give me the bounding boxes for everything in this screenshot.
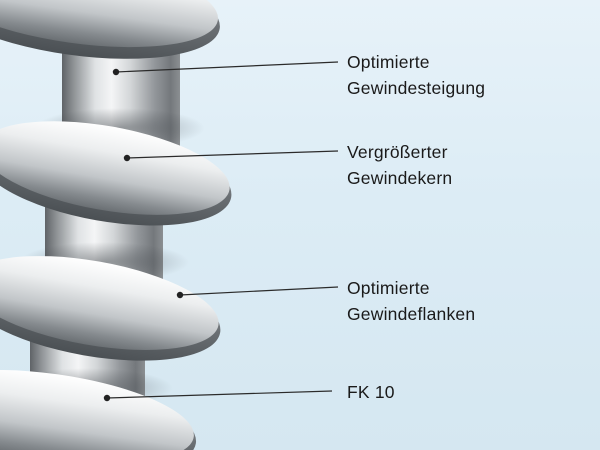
callout-line (126, 150, 339, 159)
callout-line-group-2 (123, 150, 339, 162)
thread-crest-second (0, 121, 232, 226)
callout-label-line: Gewindeflanken (347, 304, 476, 324)
callout-label-fk10: FK 10 (347, 379, 395, 405)
callout-line (179, 286, 339, 296)
callout-line-group-4 (103, 390, 333, 402)
callout-label-line: Optimierte (347, 52, 430, 72)
callout-dot (103, 394, 111, 402)
callout-dot (123, 154, 131, 162)
callout-dot (176, 291, 184, 299)
callout-label-gewindesteigung: Optimierte Gewindesteigung (347, 49, 485, 101)
callout-line (115, 61, 339, 73)
callout-label-line: Gewindekern (347, 168, 453, 188)
callout-label-gewindeflanken: Optimierte Gewindeflanken (347, 275, 475, 327)
thread-crest-top (0, 0, 220, 59)
callout-line-group-1 (112, 61, 339, 76)
callout-dot (112, 68, 120, 76)
callout-label-line: Vergrößerter (347, 142, 448, 162)
callout-label-line: Optimierte (347, 278, 430, 298)
thread-crest-third (0, 256, 221, 361)
callout-line (106, 390, 333, 399)
callout-label-line: FK 10 (347, 382, 395, 402)
callout-label-line: Gewindesteigung (347, 78, 486, 98)
screw-thread-illustration (0, 0, 232, 450)
callout-line-group-3 (176, 286, 339, 299)
callout-label-gewindekern: Vergrößerter Gewindekern (347, 139, 452, 191)
